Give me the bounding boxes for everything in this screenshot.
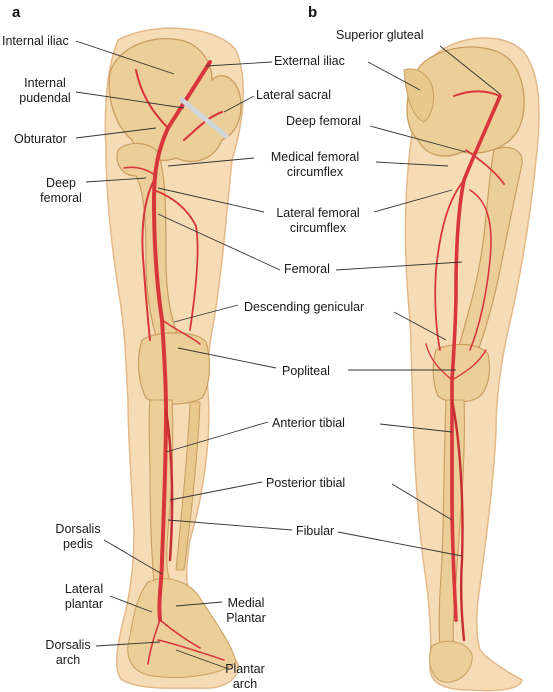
leader-anterior-tibial	[165, 421, 269, 453]
leader-lateral-femoral-circumflex	[157, 187, 265, 213]
leader-fibular	[167, 519, 293, 531]
leader-dorsalis-arch	[95, 641, 161, 647]
leader-medical-femoral-circumflex-b	[375, 161, 449, 167]
leader-superior-gluteal	[439, 45, 501, 95]
label-obturator: Obturator	[14, 132, 67, 146]
label-anterior-tibial: Anterior tibial	[272, 416, 345, 430]
leader-femoral-b	[335, 261, 463, 271]
label-deep-femoral-right: Deep femoral	[286, 114, 362, 128]
label-femoral: Femoral	[284, 262, 330, 276]
heel-bone	[429, 640, 473, 683]
leader-lateral-femoral-circumflex-b	[373, 189, 453, 213]
posterior-artery-network	[425, 90, 505, 642]
leader-descending-genicular-b	[393, 311, 447, 341]
posterior-pelvis-bone	[406, 46, 525, 157]
leader-popliteal	[177, 347, 277, 369]
label-dorsalis-arch: Dorsalis arch	[45, 638, 91, 667]
leader-lines	[75, 40, 501, 669]
anterior-artery-network	[123, 60, 229, 665]
leader-lateral-plantar	[109, 595, 153, 613]
label-internal-iliac: Internal iliac	[2, 34, 69, 48]
panel-label-b: b	[308, 4, 318, 21]
label-popliteal: Popliteal	[282, 364, 330, 378]
label-lateral-sacral: Lateral sacral	[256, 88, 332, 102]
leader-medial-plantar	[175, 601, 223, 607]
leader-lateral-sacral	[223, 95, 255, 113]
label-superior-gluteal: Superior gluteal	[336, 28, 424, 42]
label-internal-pudendal: Internal pudendal	[19, 76, 71, 105]
label-plantar-arch: Plantar arch	[225, 662, 265, 691]
leader-lateral-sacral-b	[367, 61, 421, 91]
leader-obturator	[75, 127, 157, 139]
leader-plantar-arch	[175, 649, 227, 669]
label-posterior-tibial: Posterior tibial	[266, 476, 346, 490]
leader-internal-pudendal	[75, 91, 185, 109]
leader-posterior-tibial	[169, 481, 263, 501]
panel-label-a: a	[12, 4, 21, 21]
leader-anterior-tibial-b	[379, 423, 453, 433]
label-descending-genicular: Descending genicular	[244, 300, 365, 314]
leader-deep-femoral-b	[369, 125, 467, 153]
anterior-leg-view	[104, 27, 244, 689]
leader-medical-femoral-circumflex	[167, 157, 255, 167]
label-dorsalis-pedis: Dorsalis pedis	[55, 522, 101, 551]
leader-dorsalis-pedis	[103, 539, 163, 575]
leader-internal-iliac	[75, 40, 175, 75]
label-deep-femoral-left: Deep femoral	[40, 176, 82, 205]
label-fibular: Fibular	[296, 524, 335, 538]
label-medical-femoral-circumflex: Medical femoral circumflex	[270, 150, 360, 179]
leader-posterior-tibial-b	[391, 483, 453, 521]
anterior-pelvis-bone	[108, 38, 242, 163]
label-lateral-femoral-circumflex: Lateral femoral circumflex	[276, 206, 360, 235]
sacrum-bone	[403, 68, 435, 123]
posterior-knee-joint	[432, 343, 491, 403]
leader-descending-genicular	[173, 304, 239, 323]
posterior-leg-view	[403, 37, 540, 692]
leader-deep-femoral-a	[85, 177, 147, 183]
anterior-foot-bones	[127, 578, 237, 678]
label-medial-plantar: Medial Plantar	[226, 596, 266, 625]
label-lateral-plantar: Lateral plantar	[64, 582, 104, 611]
leader-external-iliac	[205, 61, 273, 67]
label-external-iliac: External iliac	[274, 54, 345, 68]
leader-femoral	[157, 213, 281, 271]
leader-fibular-b	[337, 531, 463, 557]
